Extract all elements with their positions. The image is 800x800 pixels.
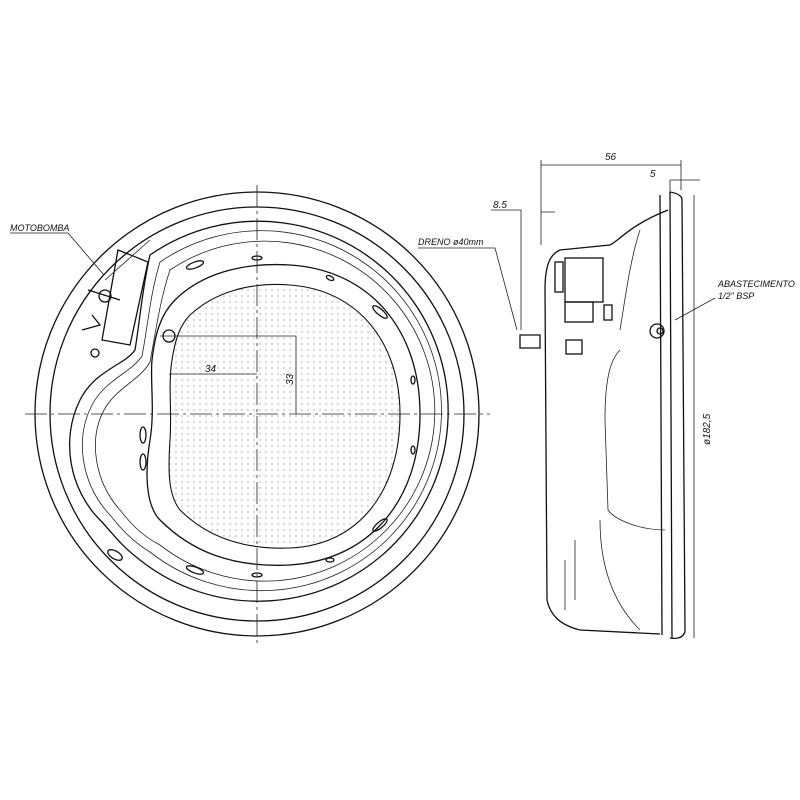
- jets: [107, 255, 416, 578]
- jet-icon: [325, 557, 335, 563]
- drain-pipe-icon: [519, 334, 541, 349]
- jet-icon: [139, 426, 147, 444]
- side-view: 56 5 8.5 ø182,5 DRENO ø40mm ABASTECIMENT…: [418, 152, 795, 640]
- jet-icon: [107, 549, 123, 561]
- pump-label: MOTOBOMBA: [10, 223, 69, 233]
- jet-icon: [372, 518, 388, 532]
- drain-label: DRENO ø40mm: [418, 237, 484, 247]
- jet-icon: [185, 260, 205, 270]
- pump-icon: [81, 239, 151, 358]
- jet-icon: [139, 453, 147, 471]
- supply-label-line2: 1/2" BSP: [718, 291, 754, 301]
- supply-fitting-icon: [649, 323, 665, 339]
- dim-depth-label: 56: [605, 152, 617, 163]
- top-view: 34 33 MOTOBOMBA: [10, 185, 490, 645]
- jet-icon: [372, 305, 388, 319]
- dim-diameter-label: ø182,5: [702, 413, 713, 445]
- dim-height-label: 33: [285, 373, 296, 385]
- supply-label-line1: ABASTECIMENTO: [717, 279, 795, 289]
- jet-icon: [410, 445, 416, 455]
- basin-wall: [146, 263, 421, 566]
- jet-icon: [410, 375, 416, 385]
- dim-drain-offset-label: 8.5: [493, 200, 507, 211]
- dim-rim-label: 5: [650, 169, 656, 180]
- basin-floor: [168, 283, 401, 549]
- jet-icon: [185, 565, 205, 575]
- dim-width-label: 34: [205, 364, 217, 375]
- jet-icon: [325, 274, 335, 282]
- tub-shelf: [68, 220, 449, 602]
- motor-icon: [564, 257, 604, 303]
